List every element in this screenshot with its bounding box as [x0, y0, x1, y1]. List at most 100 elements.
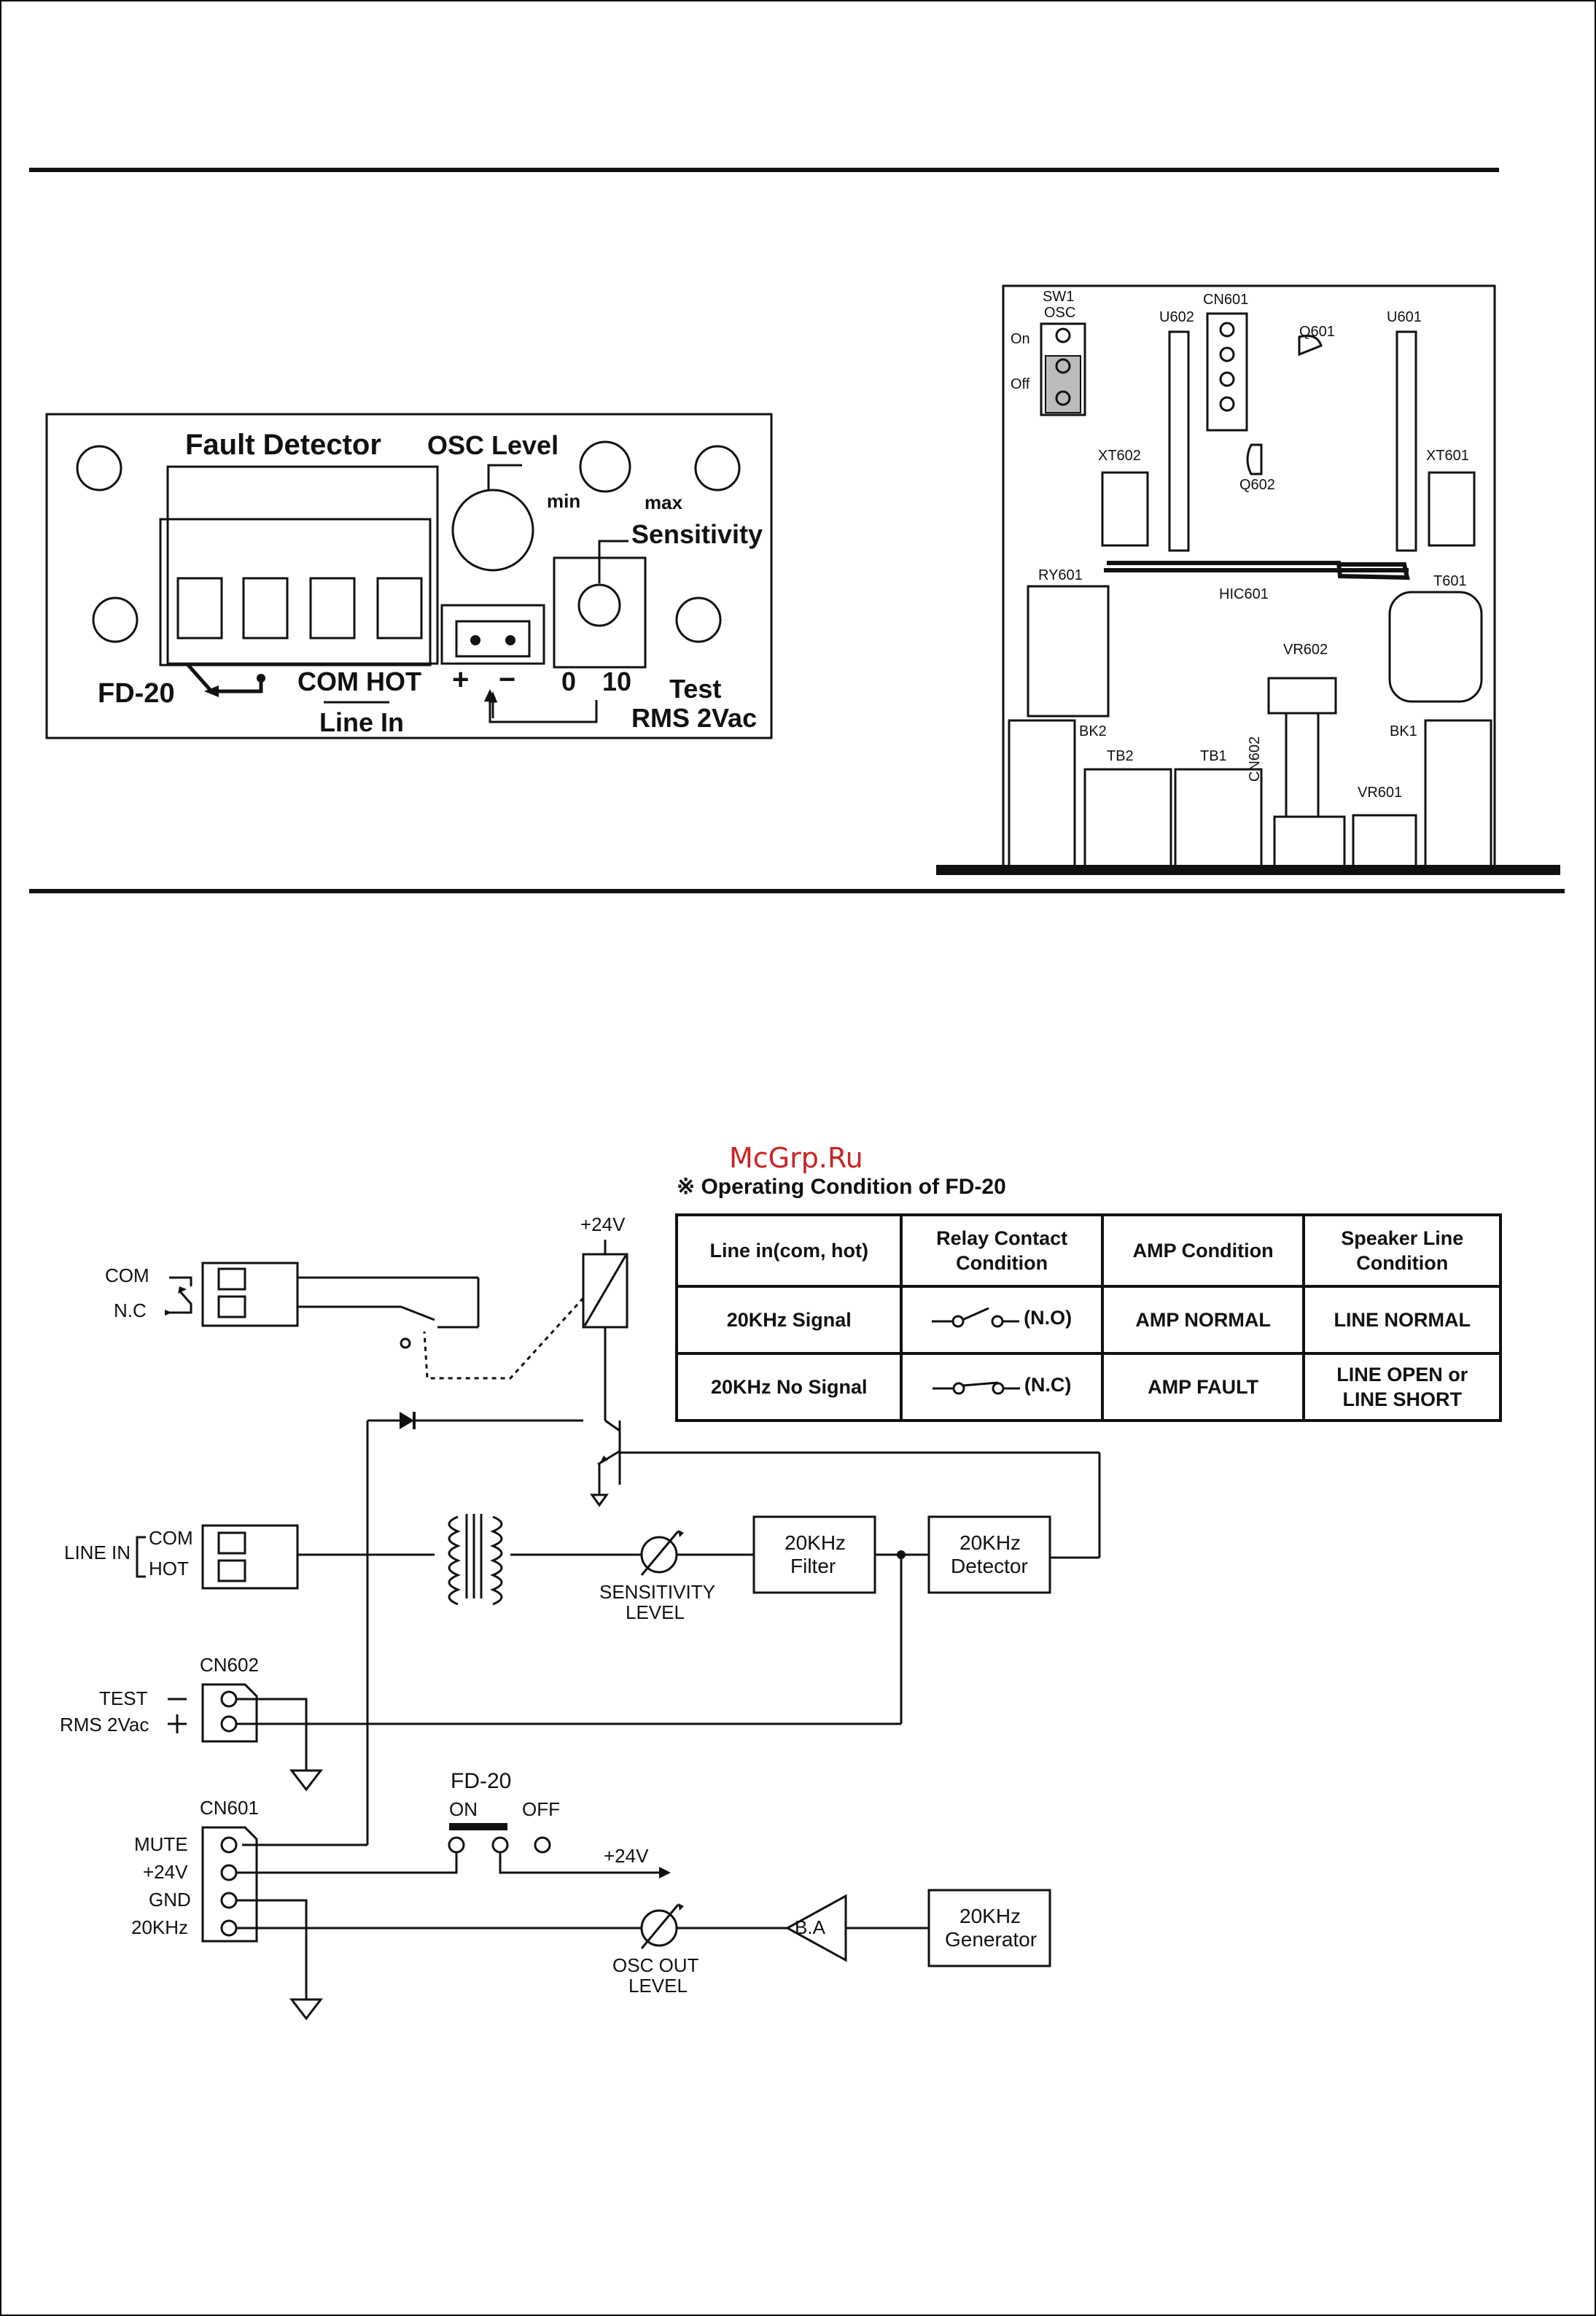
xt601-crystal	[1428, 471, 1476, 547]
speaker-cell: LINE OPEN or LINE SHORT	[1302, 1352, 1502, 1422]
line-in-label: Line In	[319, 707, 404, 737]
off-label: OFF	[522, 1798, 560, 1820]
header-cell: Speaker Line Condition	[1302, 1213, 1502, 1288]
panel-outline	[45, 413, 773, 739]
line-in-terminal	[201, 1524, 299, 1590]
osc-level-label: LEVEL	[628, 1975, 688, 1997]
q601-transistor	[1298, 335, 1323, 357]
osc-level-label: OSC Level	[427, 430, 559, 460]
panel-title: Fault Detector	[185, 429, 381, 461]
cn601-label: CN601	[200, 1797, 259, 1819]
nc-label: N.C	[114, 1299, 147, 1321]
switch-bar	[449, 1823, 507, 1830]
sw1-switch	[1040, 322, 1086, 416]
bk1-label: BK1	[1390, 723, 1417, 739]
cn601-label: CN601	[1203, 292, 1249, 308]
arrow-right-icon	[659, 1867, 671, 1878]
sensitivity-label: Sensitivity	[631, 519, 763, 549]
relay-open-icon	[932, 1307, 1020, 1328]
amp-cell: AMP FAULT	[1100, 1352, 1306, 1422]
test-arrow-line	[488, 700, 598, 723]
line-in-cell: 20KHz No Signal	[674, 1352, 903, 1422]
detector-block	[927, 1515, 1051, 1594]
com-label: COM	[105, 1264, 149, 1286]
line-in-cell: 20KHz Signal	[674, 1285, 903, 1355]
terminal-slot	[176, 577, 223, 640]
header-cell: Line in(com, hot)	[674, 1213, 903, 1288]
osc-out-label: OSC OUT	[612, 1954, 699, 1976]
khz-label: 20KHz	[131, 1916, 189, 1938]
arrow-up-icon	[484, 689, 496, 702]
relay-terminal-block	[201, 1262, 299, 1327]
hic601-module	[1107, 561, 1410, 580]
osc-leader	[487, 464, 522, 490]
middle-rule	[29, 889, 1565, 893]
speaker-cell: LINE NORMAL	[1302, 1285, 1502, 1355]
terminal-block-body	[166, 465, 439, 665]
test-connector	[440, 604, 545, 665]
relay-cell: (N.O)	[900, 1285, 1104, 1355]
terminal-slot	[242, 577, 289, 640]
fd20-label: FD-20	[451, 1769, 512, 1793]
filter-label-2: Filter	[790, 1555, 836, 1577]
ten-label: 10	[602, 667, 632, 696]
p24-out-label: +24V	[604, 1845, 649, 1867]
ground-icon	[590, 1493, 609, 1507]
mute-label: MUTE	[134, 1833, 188, 1855]
vr602-label: VR602	[1283, 642, 1328, 658]
top-rule	[29, 168, 1499, 172]
cn601-header	[1206, 312, 1248, 432]
hic601-label: HIC601	[1219, 586, 1269, 602]
p24-label: +24V	[143, 1861, 188, 1883]
ry601-relay	[1027, 585, 1110, 718]
ground-icon	[289, 1998, 324, 2021]
operating-condition-table: Line in(com, hot) Relay Contact Conditio…	[674, 1213, 1502, 1422]
cn601-connector	[201, 1826, 258, 1943]
vr602-header	[1267, 677, 1337, 715]
on-label: On	[1011, 331, 1030, 347]
rms-label: RMS 2Vac	[60, 1714, 149, 1736]
test-label: Test	[669, 674, 722, 704]
q601-label: Q601	[1299, 324, 1335, 340]
t601-label: T601	[1433, 573, 1467, 589]
model-label: FD-20	[98, 678, 175, 709]
mount-hole	[76, 445, 122, 491]
amp-cell: AMP NORMAL	[1100, 1285, 1306, 1355]
zero-label: 0	[561, 667, 577, 696]
min-label: min	[547, 490, 581, 512]
relay-cell: (N.C)	[900, 1352, 1104, 1422]
t601-transformer	[1388, 591, 1483, 703]
ba-label: B.A	[795, 1916, 825, 1938]
mount-hole	[675, 597, 722, 643]
sensitivity-label: SENSITIVITY	[599, 1581, 715, 1603]
filter-label-1: 20KHz	[785, 1531, 846, 1554]
q602-label: Q602	[1239, 477, 1275, 493]
tb2-label: TB2	[1107, 748, 1134, 764]
u602-ic	[1168, 330, 1190, 552]
u602-label: U602	[1159, 309, 1194, 325]
trimmer-dial-icon	[577, 583, 621, 627]
vr601-label: VR601	[1358, 785, 1403, 801]
table-header-row: Line in(com, hot) Relay Contact Conditio…	[674, 1213, 1502, 1288]
cn602-connector	[201, 1683, 258, 1743]
generator-block	[927, 1889, 1051, 1967]
xt601-label: XT601	[1426, 448, 1469, 464]
bk2-label: BK2	[1079, 723, 1107, 739]
minus-label: −	[499, 664, 516, 696]
table-row: 20KHz No Signal (N.C) AMP FAULT LINE OPE…	[674, 1352, 1502, 1422]
header-cell: AMP Condition	[1100, 1213, 1306, 1288]
watermark: McGrp.Ru	[729, 1142, 863, 1174]
line-hot-label: HOT	[149, 1558, 189, 1579]
diode-icon	[400, 1412, 414, 1429]
terminal-slot	[376, 577, 423, 640]
u601-ic	[1395, 330, 1417, 552]
q602-transistor	[1246, 443, 1263, 475]
relay-closed-icon	[932, 1381, 1020, 1395]
mount-hole	[92, 597, 139, 643]
line-com-label: COM	[149, 1527, 193, 1549]
sens-level-label: LEVEL	[626, 1601, 685, 1623]
mount-hole	[694, 445, 741, 491]
detector-label-2: Detector	[951, 1555, 1028, 1577]
